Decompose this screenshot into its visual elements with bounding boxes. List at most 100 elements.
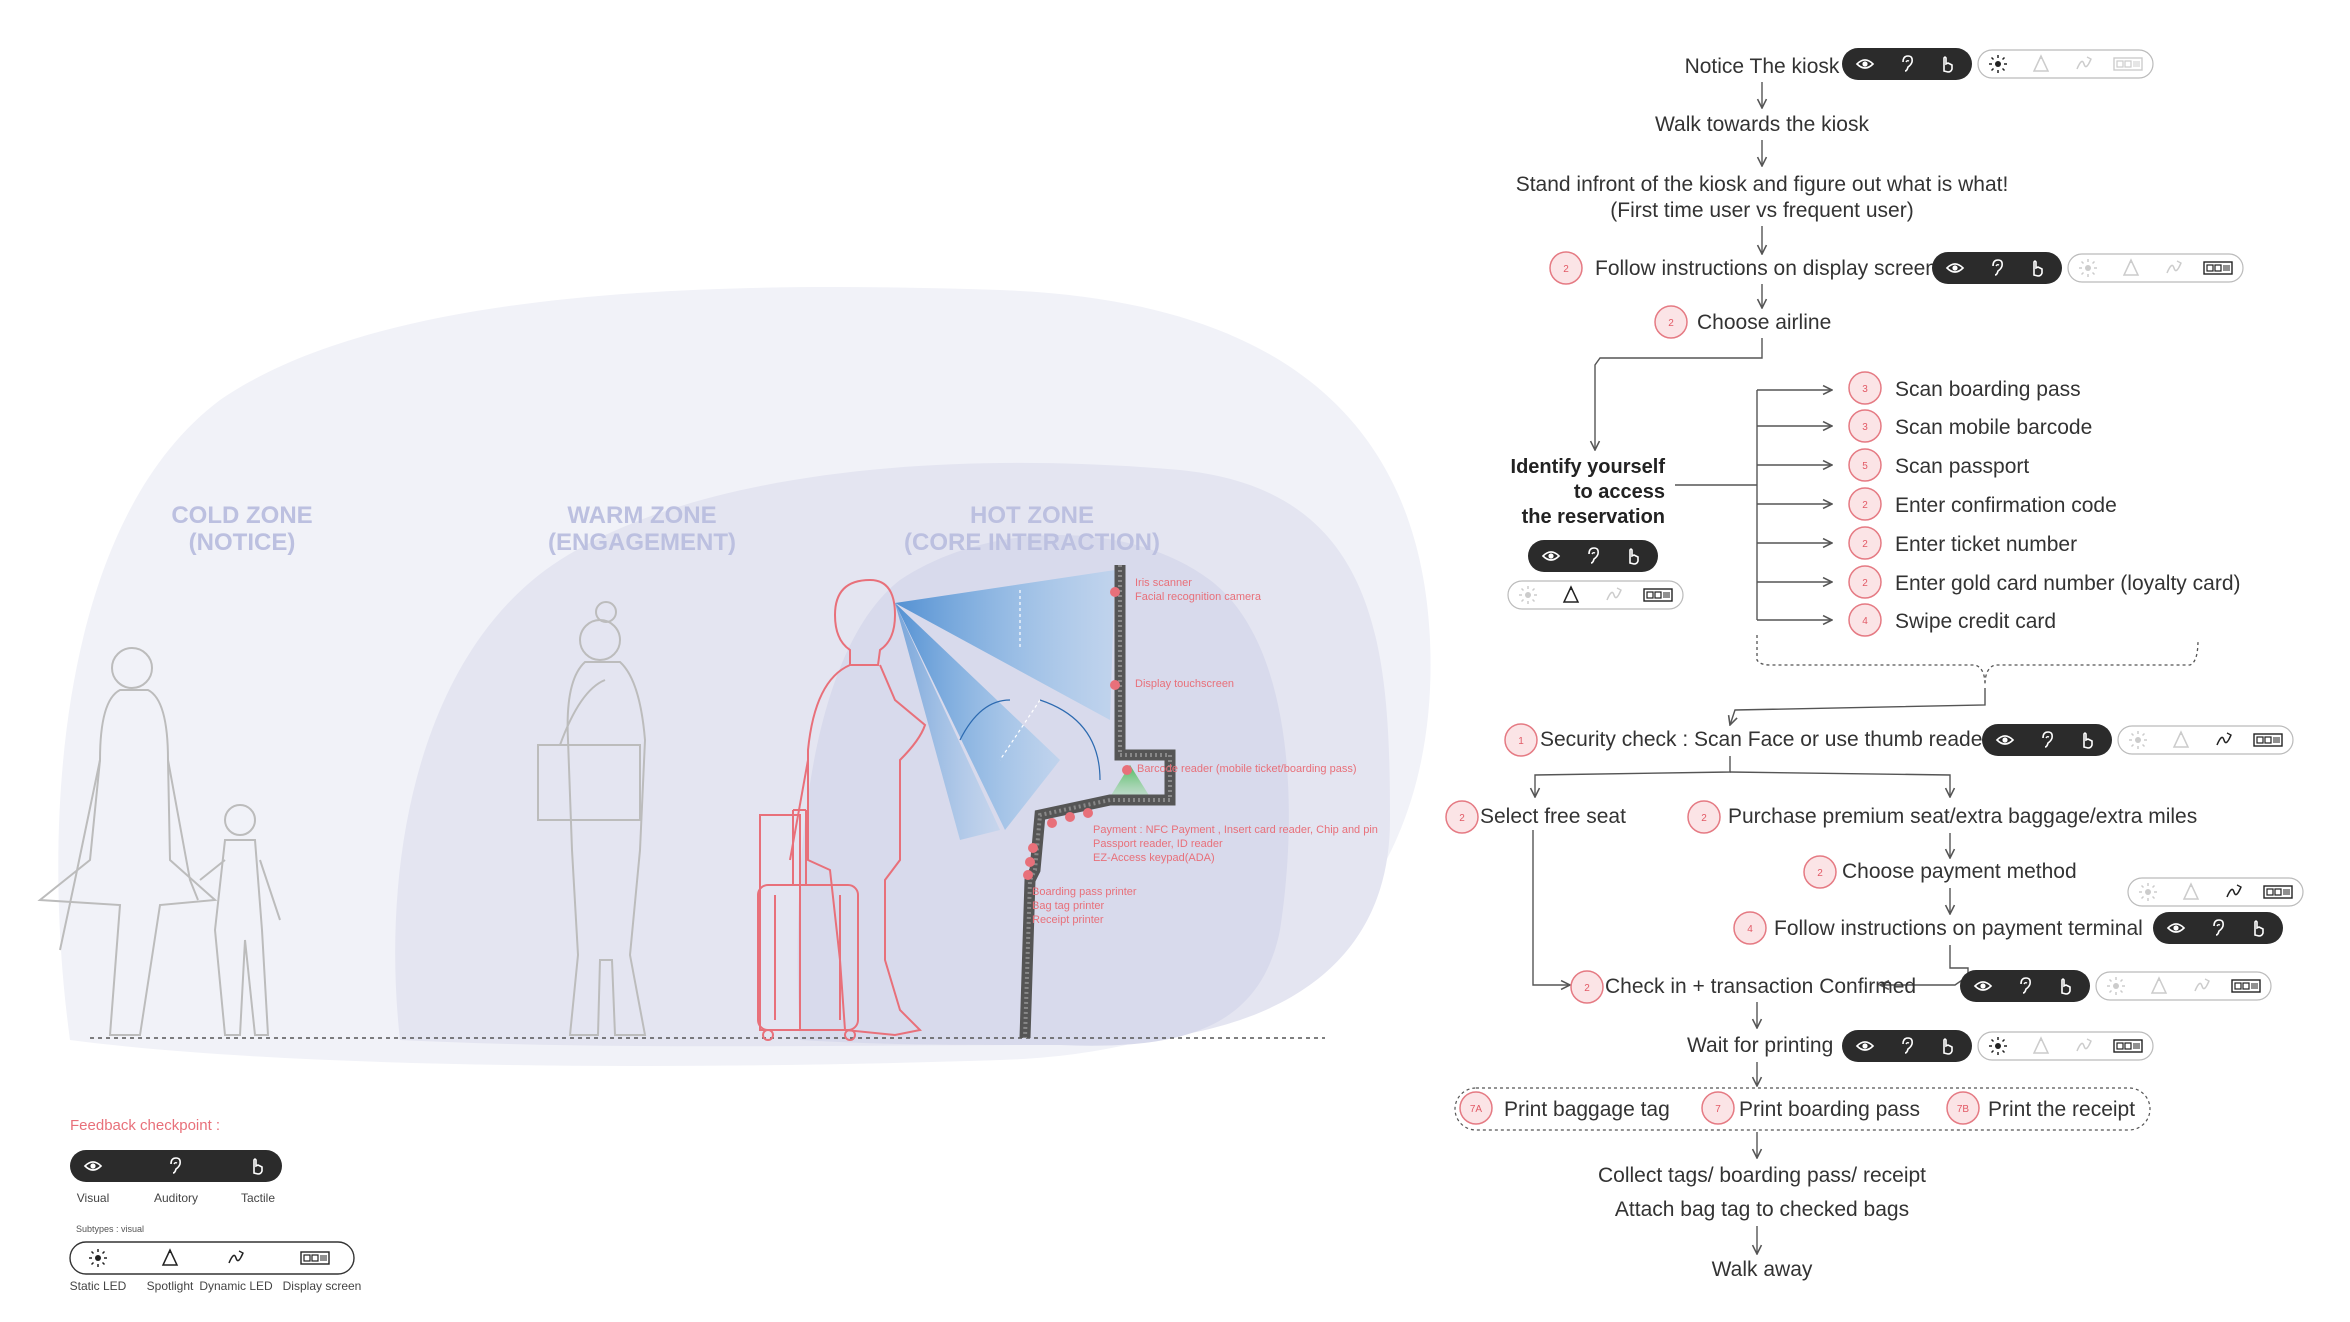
ezaccess-label: EZ-Access keypad(ADA) bbox=[1093, 852, 1215, 864]
option-swipe-card: Swipe credit card bbox=[1895, 610, 2056, 633]
warm-zone-title: WARM ZONE bbox=[567, 502, 716, 529]
legend-display-label: Display screen bbox=[283, 1279, 362, 1293]
receipt-printer-label: Receipt printer bbox=[1032, 914, 1104, 926]
legend: Feedback checkpoint : Visual Auditory Ta… bbox=[69, 1117, 362, 1293]
legend-secondary-pill bbox=[69, 1241, 355, 1275]
step-stand-line2: (First time user vs frequent user) bbox=[1610, 199, 1913, 222]
step-print-boarding-pass: Print boarding pass bbox=[1739, 1098, 1920, 1121]
step-notice: Notice The kiosk bbox=[1685, 55, 1840, 78]
legend-subtypes-title: Subtypes : visual bbox=[76, 1224, 144, 1234]
badge-print-bag: 7A bbox=[1470, 1104, 1483, 1115]
feedback-identify bbox=[1507, 540, 1684, 610]
step-attach: Attach bag tag to checked bags bbox=[1615, 1198, 1909, 1221]
legend-dynamic-label: Dynamic LED bbox=[199, 1279, 273, 1293]
facial-camera-label: Facial recognition camera bbox=[1135, 591, 1262, 603]
legend-spotlight-label: Spotlight bbox=[147, 1279, 194, 1293]
warm-zone-subtitle: (ENGAGEMENT) bbox=[548, 529, 736, 556]
legend-static-label: Static LED bbox=[70, 1279, 127, 1293]
option-badge: 4 bbox=[1862, 616, 1868, 627]
badge-checkin: 2 bbox=[1584, 983, 1590, 994]
static-led-icon bbox=[2138, 882, 2158, 902]
badge-choose-airline: 2 bbox=[1668, 318, 1674, 329]
passport-reader-label: Passport reader, ID reader bbox=[1093, 838, 1223, 850]
kiosk-structure bbox=[1019, 565, 1176, 1039]
badge-payment-terminal: 4 bbox=[1747, 924, 1753, 935]
print-group bbox=[1454, 1087, 2151, 1131]
hot-zone-subtitle: (CORE INTERACTION) bbox=[904, 529, 1160, 556]
legend-auditory-label: Auditory bbox=[154, 1191, 198, 1205]
feedback-follow-display bbox=[1932, 252, 2244, 284]
badge-purchase: 2 bbox=[1701, 813, 1707, 824]
badge-print-bp: 7 bbox=[1715, 1104, 1721, 1115]
traveller-figure bbox=[757, 578, 927, 1041]
badge-select-seat: 2 bbox=[1459, 813, 1465, 824]
step-print-receipt: Print the receipt bbox=[1988, 1098, 2135, 1121]
bag-printer-label: Bag tag printer bbox=[1032, 900, 1104, 912]
badge-security: 1 bbox=[1518, 736, 1524, 747]
zone-illustration: COLD ZONE (NOTICE) WARM ZONE (ENGAGEMENT… bbox=[37, 287, 1431, 1066]
option-scan-boarding-pass: Scan boarding pass bbox=[1895, 378, 2081, 401]
step-print-bag-tag: Print baggage tag bbox=[1504, 1098, 1670, 1121]
step-checkin-confirmed: Check in + transaction Confirmed bbox=[1605, 975, 1916, 998]
cold-zone-subtitle: (NOTICE) bbox=[189, 529, 296, 556]
static-led-icon bbox=[2106, 976, 2126, 996]
option-gold-card: Enter gold card number (loyalty card) bbox=[1895, 572, 2241, 595]
static-led-icon bbox=[88, 1248, 108, 1268]
option-badge: 3 bbox=[1862, 384, 1868, 395]
barcode-reader-label: Barcode reader (mobile ticket/boarding p… bbox=[1137, 763, 1357, 775]
option-badge: 5 bbox=[1862, 461, 1868, 472]
step-stand-line1: Stand infront of the kiosk and figure ou… bbox=[1516, 173, 2009, 196]
feedback-notice bbox=[1842, 48, 2154, 80]
badge-print-receipt: 7B bbox=[1957, 1104, 1970, 1115]
step-walk: Walk towards the kiosk bbox=[1655, 113, 1869, 136]
identify-line2: to access bbox=[1574, 481, 1665, 503]
options-brace bbox=[1756, 635, 2199, 686]
option-badge: 2 bbox=[1862, 500, 1868, 511]
badge-follow-display: 2 bbox=[1563, 264, 1569, 275]
legend-visual-label: Visual bbox=[77, 1191, 109, 1205]
badge-payment-method: 2 bbox=[1817, 868, 1823, 879]
feedback-wait bbox=[1842, 1030, 2154, 1062]
step-payment-method: Choose payment method bbox=[1842, 860, 2077, 883]
cold-zone-title: COLD ZONE bbox=[171, 502, 312, 529]
legend-title: Feedback checkpoint : bbox=[70, 1117, 220, 1134]
option-badge: 2 bbox=[1862, 578, 1868, 589]
static-led-icon bbox=[2078, 258, 2098, 278]
step-choose-airline: Choose airline bbox=[1697, 311, 1831, 334]
option-scan-mobile-barcode: Scan mobile barcode bbox=[1895, 416, 2092, 439]
static-led-icon bbox=[1988, 1036, 2008, 1056]
display-touchscreen-label: Display touchscreen bbox=[1135, 678, 1234, 690]
step-payment-terminal: Follow instructions on payment terminal bbox=[1774, 917, 2143, 940]
option-scan-passport: Scan passport bbox=[1895, 455, 2029, 478]
feedback-checkin bbox=[1960, 970, 2272, 1002]
step-security-check: Security check : Scan Face or use thumb … bbox=[1540, 728, 1989, 751]
woman-with-bag-figure bbox=[537, 601, 647, 1036]
identify-options: 3 Scan boarding pass 3 Scan mobile barco… bbox=[1848, 371, 2241, 637]
option-badge: 3 bbox=[1862, 422, 1868, 433]
user-flow: Notice The kiosk Walk towards the kiosk … bbox=[1445, 48, 2304, 1281]
legend-tactile-label: Tactile bbox=[241, 1191, 275, 1205]
step-follow-display: Follow instructions on display screen bbox=[1595, 257, 1937, 280]
feedback-security bbox=[1982, 724, 2294, 756]
identify-line3: the reservation bbox=[1522, 506, 1665, 528]
option-confirmation-code: Enter confirmation code bbox=[1895, 494, 2117, 517]
scan-beams bbox=[895, 570, 1155, 840]
payment-label: Payment : NFC Payment , Insert card read… bbox=[1093, 824, 1378, 836]
iris-scanner-label: Iris scanner bbox=[1135, 577, 1192, 589]
legend-primary-pill bbox=[70, 1150, 282, 1182]
option-ticket-number: Enter ticket number bbox=[1895, 533, 2077, 556]
step-walk-away: Walk away bbox=[1712, 1258, 1813, 1281]
identify-line1: Identify yourself bbox=[1511, 456, 1666, 478]
step-collect: Collect tags/ boarding pass/ receipt bbox=[1598, 1164, 1926, 1187]
step-badges: 2 2 1 2 2 2 4 2 7A 7 7B bbox=[1445, 251, 1980, 1125]
static-led-icon bbox=[2128, 730, 2148, 750]
hot-zone-title: HOT ZONE bbox=[970, 502, 1094, 529]
static-led-icon bbox=[1988, 54, 2008, 74]
feedback-payment-terminal bbox=[2127, 877, 2304, 944]
step-purchase: Purchase premium seat/extra baggage/extr… bbox=[1728, 805, 2197, 828]
mother-child-figure bbox=[37, 647, 281, 1036]
bp-printer-label: Boarding pass printer bbox=[1032, 886, 1137, 898]
option-badge: 2 bbox=[1862, 539, 1868, 550]
static-led-icon bbox=[1518, 585, 1538, 605]
